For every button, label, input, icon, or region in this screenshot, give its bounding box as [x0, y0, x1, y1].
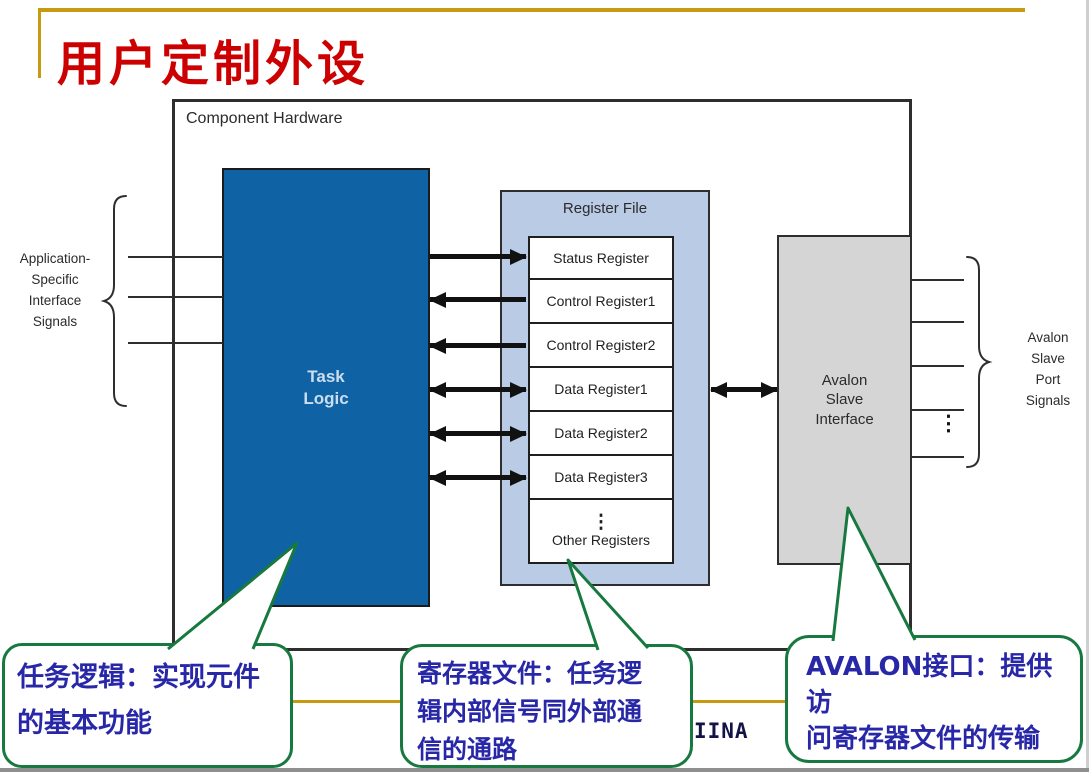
- footer-partial-text: IINA: [694, 719, 749, 743]
- avalon-callout-text: AVALON接口：提供访 问寄存器文件的传输: [806, 652, 1053, 754]
- ellipsis-vertical-icon: ⋮: [591, 512, 611, 534]
- avalon-slave-port-signals-label: Avalon Slave Port Signals: [1025, 330, 1071, 408]
- right-signal-line: [911, 365, 964, 367]
- avalon-slave-interface-label: Avalon Slave Interface: [815, 371, 874, 428]
- register-file-title: Register File: [562, 200, 648, 217]
- right-signal-line: [911, 409, 964, 411]
- right-signal-line: [911, 321, 964, 323]
- avalon-callout-tail: [831, 506, 917, 642]
- right-brace: [966, 256, 993, 468]
- task-register-arrow-3: [429, 381, 527, 398]
- register-row: Data Register1: [528, 368, 674, 412]
- register-list: Status Register Control Register1 Contro…: [528, 236, 674, 564]
- other-registers-label: Other Registers: [551, 531, 651, 548]
- page-title: 用户定制外设: [57, 36, 370, 92]
- register-row: Data Register3: [528, 456, 674, 500]
- avalon-slave-interface-box: Avalon Slave Interface: [777, 235, 912, 565]
- left-signal-line: [128, 256, 223, 258]
- top-accent-line: [40, 8, 1025, 12]
- task-logic-callout-text: 任务逻辑：实现元件 的基本功能: [17, 662, 260, 739]
- application-specific-signals-label: Application- Specific Interface Signals: [19, 251, 91, 329]
- register-row: Data Register2: [528, 412, 674, 456]
- task-register-arrow-5: [429, 469, 527, 486]
- task-register-arrow-2: [429, 337, 526, 354]
- register-file-callout-tail: [566, 558, 650, 651]
- other-registers-row: ⋮ Other Registers: [528, 500, 674, 564]
- register-row: Control Register2: [528, 324, 674, 368]
- left-signal-line: [128, 342, 223, 344]
- right-signal-line: [911, 279, 964, 281]
- right-signal-line: [911, 456, 964, 458]
- task-register-arrow-4: [429, 425, 527, 442]
- slide-right-edge: [1086, 0, 1089, 772]
- task-logic-callout-tail: [167, 541, 299, 651]
- rf-avalon-arrow: [710, 381, 778, 398]
- task-logic-label: Task Logic: [303, 367, 349, 408]
- component-hardware-label: Component Hardware: [186, 110, 343, 127]
- title-accent-bar: [38, 8, 41, 78]
- register-row: Status Register: [528, 236, 674, 280]
- slide-bottom-edge: [0, 768, 1089, 772]
- register-file-callout-text: 寄存器文件：任务逻 辑内部信号同外部通 信的通路: [417, 659, 643, 764]
- task-register-arrow-1: [429, 291, 526, 308]
- task-logic-callout: 任务逻辑：实现元件 的基本功能: [2, 643, 293, 768]
- left-signal-line: [128, 296, 223, 298]
- register-file-box: Register File Status Register Control Re…: [500, 190, 710, 586]
- avalon-callout: AVALON接口：提供访 问寄存器文件的传输: [785, 635, 1083, 763]
- ellipsis-vertical-icon: ⋮: [938, 412, 959, 435]
- left-brace: [100, 195, 127, 407]
- task-logic-box: Task Logic: [222, 168, 430, 607]
- task-register-arrow-0: [430, 248, 527, 265]
- register-row: Control Register1: [528, 280, 674, 324]
- register-file-callout: 寄存器文件：任务逻 辑内部信号同外部通 信的通路: [400, 644, 693, 768]
